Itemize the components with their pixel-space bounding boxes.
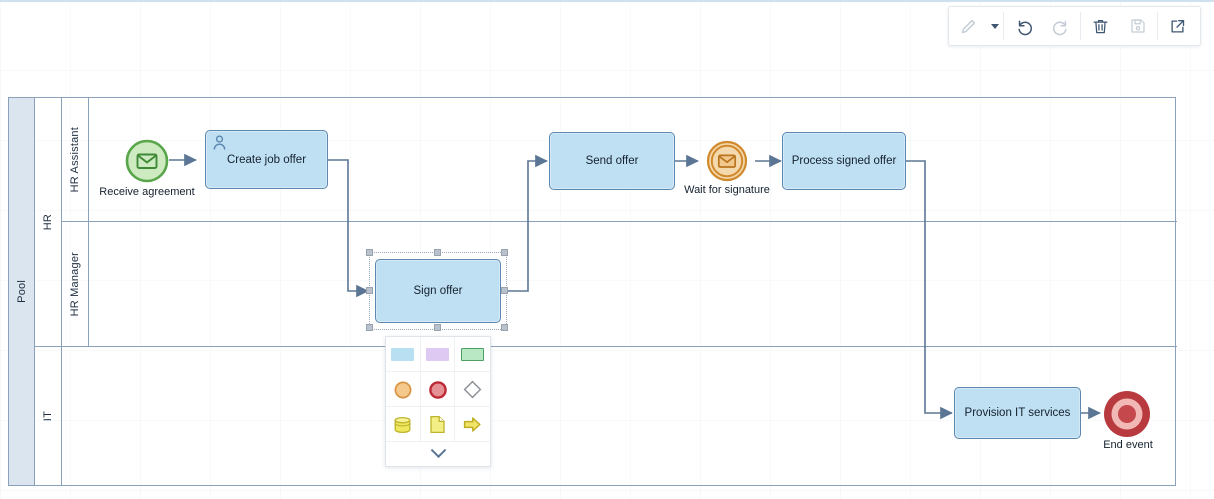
sublane-header-hr-assistant[interactable]: HR Assistant [62,98,89,221]
editor-toolbar[interactable] [948,6,1201,46]
node-label-provision-it-services: Provision IT services [964,407,1071,419]
node-label-wait-for-signature: Wait for signature [684,184,770,196]
toolbar-group-file [1081,7,1157,45]
resize-handle-w[interactable] [366,287,373,294]
export-icon[interactable] [1158,7,1196,45]
node-label-create-job-offer: Create job offer [226,153,307,166]
gateway-diamond-icon[interactable] [455,372,490,407]
data-store-icon[interactable] [386,407,421,442]
top-divider [0,0,1214,2]
node-label-process-signed-offer: Process signed offer [791,155,897,167]
toolbar-divider-1 [1003,12,1004,40]
undo-icon[interactable] [1004,7,1042,45]
node-end-event[interactable] [1102,389,1152,444]
lane-header-hr[interactable]: HR [35,98,62,346]
toolbar-group-history [1004,7,1080,45]
toolbar-group-edit [949,7,1003,45]
shape-rectangle-green[interactable] [455,337,490,372]
message-start-event-icon [125,139,169,183]
user-task-icon [213,135,226,150]
node-send-offer[interactable]: Send offer [549,132,675,190]
sublane-hr-manager[interactable]: HR Manager [62,222,1177,347]
resize-handle-se[interactable] [501,324,508,331]
pool-header[interactable]: Pool [9,98,35,485]
message-intermediate-catch-event-icon [706,140,748,182]
node-sign-offer[interactable]: Sign offer [375,259,501,323]
node-receive-agreement[interactable] [125,139,169,188]
node-provision-it-services[interactable]: Provision IT services [954,387,1081,439]
terminate-end-event-icon [1104,391,1150,437]
arrow-right-icon[interactable] [455,407,490,442]
start-event-icon[interactable] [386,372,421,407]
lane-hr[interactable]: HR HR Assistant HR Manager [35,98,1177,347]
shape-rectangle-purple[interactable] [421,337,456,372]
pencil-icon[interactable] [949,7,987,45]
node-process-signed-offer[interactable]: Process signed offer [782,132,906,190]
node-label-sign-offer: Sign offer [413,285,463,297]
shape-rectangle-blue[interactable] [386,337,421,372]
toolbar-divider-2 [1080,12,1081,40]
chevron-down-icon[interactable] [987,7,1003,45]
resize-handle-sw[interactable] [366,324,373,331]
palette-row-shapes [386,337,490,372]
shape-palette[interactable] [385,336,491,467]
end-event-icon[interactable] [421,372,456,407]
bpmn-pool[interactable]: Pool HR HR Assistant HR Manager IT [8,97,1177,486]
node-create-job-offer[interactable]: Create job offer [205,130,328,189]
sublane-header-hr-manager[interactable]: HR Manager [62,222,89,347]
node-label-send-offer: Send offer [585,155,639,167]
toolbar-divider-3 [1157,12,1158,40]
node-label-receive-agreement: Receive agreement [99,186,195,198]
data-object-icon[interactable] [421,407,456,442]
lane-it[interactable]: IT [35,347,1177,485]
trash-icon[interactable] [1081,7,1119,45]
sublane-hr-assistant[interactable]: HR Assistant [62,98,1177,222]
lane-header-it[interactable]: IT [35,347,62,485]
node-label-end-event: End event [1103,439,1153,451]
toolbar-group-export [1158,7,1196,45]
node-wait-for-signature[interactable] [706,140,748,187]
resize-handle-n[interactable] [434,249,441,256]
resize-handle-ne[interactable] [501,249,508,256]
chevron-down-icon [430,441,446,458]
save-icon[interactable] [1119,7,1157,45]
palette-row-data [386,407,490,442]
resize-handle-s[interactable] [434,324,441,331]
palette-expand-button[interactable] [386,441,490,466]
palette-row-events [386,372,490,407]
resize-handle-e[interactable] [501,287,508,294]
resize-handle-nw[interactable] [366,249,373,256]
redo-icon[interactable] [1042,7,1080,45]
